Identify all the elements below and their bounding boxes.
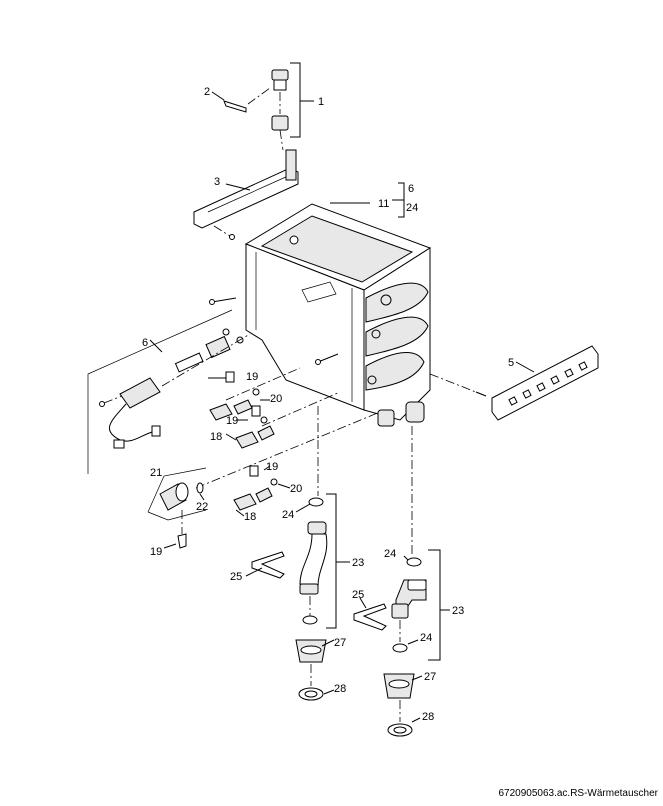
part-6-igniter-group bbox=[87, 309, 251, 474]
label-24-right-top: 24 bbox=[384, 548, 396, 560]
part-labels: 1 2 3 11 6 24 6 5 19 20 19 18 19 20 18 2… bbox=[142, 86, 514, 723]
label-18b: 18 bbox=[244, 511, 256, 523]
label-21: 21 bbox=[150, 467, 162, 479]
label-1: 1 bbox=[318, 96, 324, 108]
label-22: 22 bbox=[196, 501, 208, 513]
sensor-connectors bbox=[195, 367, 381, 517]
label-24-right: 24 bbox=[420, 632, 432, 644]
part-1-plug bbox=[271, 62, 314, 151]
label-19d: 19 bbox=[150, 546, 162, 558]
label-27-left: 27 bbox=[334, 637, 346, 649]
label-25-left: 25 bbox=[230, 571, 242, 583]
label-28-left: 28 bbox=[334, 683, 346, 695]
label-19a: 19 bbox=[246, 371, 258, 383]
label-20a: 20 bbox=[270, 393, 282, 405]
part-23-right-pipe bbox=[353, 426, 450, 737]
label-24-top: 24 bbox=[406, 202, 418, 214]
part-21-sensor bbox=[147, 467, 207, 549]
label-11: 11 bbox=[378, 198, 389, 210]
label-19b: 19 bbox=[226, 415, 238, 427]
part-11-heat-exchanger bbox=[209, 182, 432, 427]
label-5: 5 bbox=[508, 357, 514, 369]
label-24-left: 24 bbox=[282, 509, 294, 521]
label-19c: 19 bbox=[266, 461, 278, 473]
label-18a: 18 bbox=[210, 431, 222, 443]
label-2: 2 bbox=[204, 86, 210, 98]
part-2-clip bbox=[211, 87, 271, 113]
part-5-rail bbox=[429, 345, 599, 421]
label-25-right: 25 bbox=[352, 589, 364, 601]
label-20b: 20 bbox=[290, 483, 302, 495]
label-27-right: 27 bbox=[424, 671, 436, 683]
label-23-left: 23 bbox=[352, 557, 364, 569]
label-3: 3 bbox=[214, 176, 220, 188]
label-28-right: 28 bbox=[422, 711, 434, 723]
label-6: 6 bbox=[142, 337, 148, 349]
label-23-right: 23 bbox=[452, 605, 464, 617]
part-3-bracket bbox=[193, 149, 299, 240]
label-6-top: 6 bbox=[408, 183, 414, 195]
part-23-left-pipe bbox=[245, 406, 350, 701]
figure-caption: 6720905063.ac.RS-Wärmetauscher bbox=[498, 788, 658, 799]
